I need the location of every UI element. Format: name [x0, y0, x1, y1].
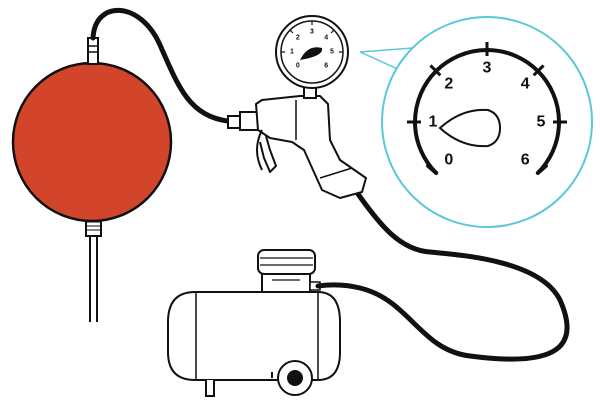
- small-gauge-label-6: 6: [324, 63, 328, 70]
- small-gauge-tick-2: [289, 29, 294, 34]
- ball: [11, 61, 173, 223]
- small-gauge-tick-4: [330, 29, 335, 34]
- gun-nozzle: [239, 111, 259, 131]
- magnified-gauge-label-3: 3: [483, 60, 492, 77]
- magnified-gauge-label-6: 6: [521, 152, 530, 169]
- gun-body: [255, 95, 367, 199]
- magnified-gauge-label-1: 1: [429, 114, 438, 131]
- small-gauge-label-4: 4: [324, 34, 328, 41]
- ball-group: [11, 37, 173, 322]
- small-gauge-ticks: [281, 21, 343, 53]
- magnified-gauge-label-0: 0: [444, 152, 453, 169]
- magnified-gauge-label-2: 2: [444, 75, 453, 92]
- magnified-gauge-labels: 0 1 2 3 4 5 6: [429, 60, 546, 169]
- magnified-gauge-ticks: [407, 42, 567, 175]
- magnified-gauge-label-5: 5: [537, 114, 546, 131]
- magnified-gauge-label-4: 4: [521, 75, 530, 92]
- small-gauge-labels: 01 2 3 4 56: [290, 29, 334, 70]
- small-gauge: 01 2 3 4 56: [275, 15, 349, 89]
- ball-valve: [87, 37, 99, 65]
- magnified-gauge-tick-2: [429, 64, 442, 77]
- compressor-foot: [205, 380, 215, 397]
- magnified-gauge-end-hook-min: [426, 163, 439, 175]
- magnified-gauge-end-hook-max: [535, 163, 548, 175]
- hose-gun-to-compressor: [315, 191, 570, 362]
- air-compressor: [167, 249, 341, 397]
- compressor-wheel-hub: [287, 370, 303, 386]
- magnified-gauge-needle: [438, 108, 502, 148]
- magnified-gauge-tick-4: [532, 64, 545, 77]
- compressor-cylinder: [257, 249, 316, 275]
- gun-trigger-guard: [256, 129, 263, 171]
- small-gauge-label-1: 1: [290, 49, 294, 56]
- small-gauge-label-2: 2: [296, 34, 300, 41]
- small-gauge-label-5: 5: [330, 49, 334, 56]
- gun-trigger: [259, 135, 277, 173]
- inflator-gun: [227, 81, 367, 199]
- hose-ball-to-gun: [90, 7, 241, 125]
- small-gauge-label-0: 0: [296, 63, 300, 70]
- magnified-gauge: 0 1 2 3 4 5 6: [381, 16, 593, 228]
- small-gauge-label-3: 3: [310, 29, 314, 36]
- compressor-tank: [167, 291, 341, 381]
- small-gauge-needle: [300, 47, 323, 60]
